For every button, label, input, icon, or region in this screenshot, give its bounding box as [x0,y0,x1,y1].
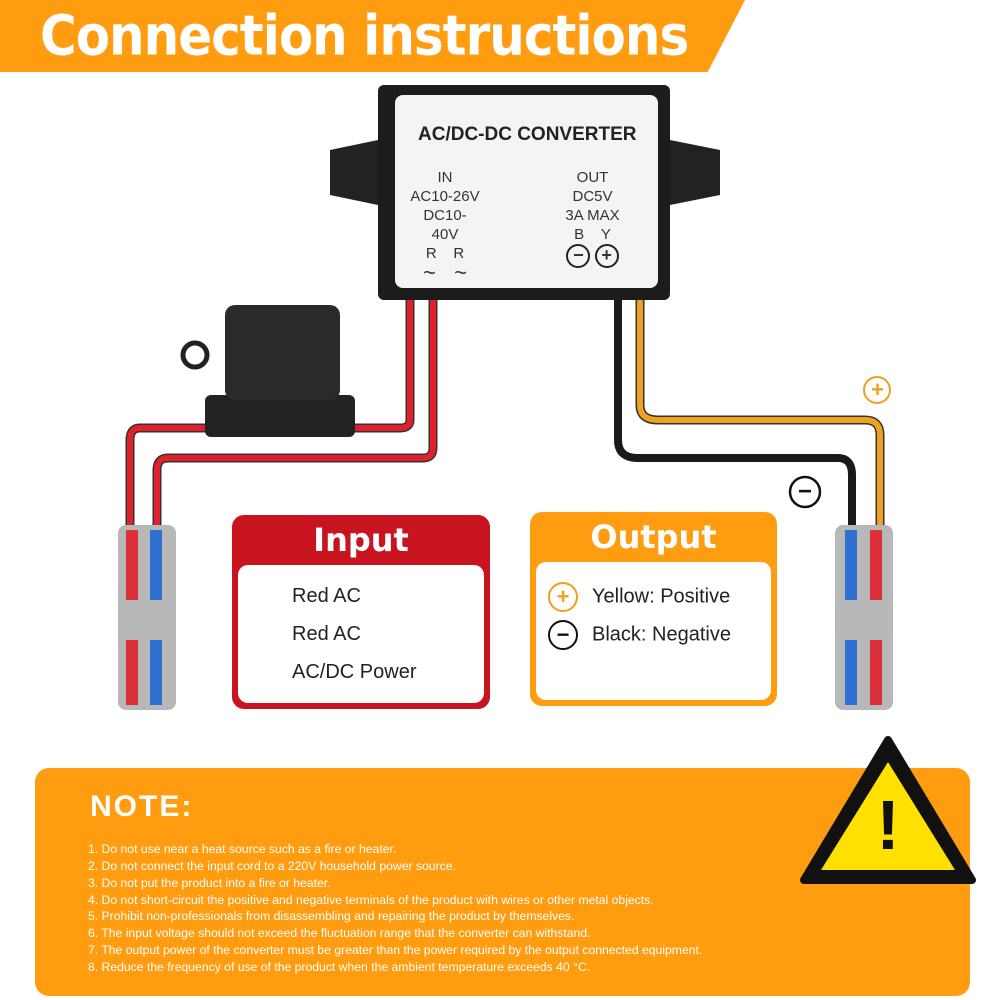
input-item: AC/DC Power [292,661,417,683]
out-voltage: DC5V [572,188,613,205]
output-card: Output + Yellow: Positive −Black: Negativ… [530,512,777,706]
note-item: 3. Do not put the product into a fire or… [88,876,331,890]
warning-exclamation: ! [876,786,900,864]
title-banner [0,0,745,72]
yellow-wire [635,290,885,540]
plus-marker-label: + [871,377,884,402]
plus-icon: + [548,582,578,612]
note-item: 2. Do not connect the input cord to a 22… [88,859,456,873]
in-label: IN [437,169,453,186]
right-wire-connector [835,525,893,710]
pin-r1: R [425,245,437,262]
plus-icon: + [594,244,619,268]
warning-triangle-icon [800,736,976,884]
pin-y: Y [600,226,611,243]
note-title: NOTE: [90,790,194,823]
ac-icon: ~ [422,260,436,285]
output-item: Yellow: Positive [592,585,731,608]
converter-input-spec: IN AC10-26V DC10-40V R R ~ ~ [410,168,480,285]
minus-marker-icon [788,475,822,509]
pin-b: B [574,226,585,243]
note-item: 6. The input voltage should not exceed t… [88,926,591,940]
minus-icon: − [566,244,591,268]
ac-icon: ~ [454,260,468,285]
plus-marker-icon [863,376,891,404]
output-card-title: Output [590,518,717,556]
input-card-title: Input [313,521,409,559]
pin-r2: R [453,245,465,262]
out-current: 3A MAX [565,207,620,224]
note-item: 4. Do not short-circuit the positive and… [88,893,654,907]
minus-icon: − [548,620,578,650]
input-item: Red AC [292,623,361,645]
converter-box [330,85,720,300]
out-label: OUT [576,169,609,186]
input-card: Input Red AC Red AC AC/DC Power [232,515,490,709]
black-wire [614,291,856,539]
note-item: 1. Do not use near a heat source such as… [88,842,397,856]
input-item: Red AC [292,585,361,607]
page-title: Connection instructions [40,4,689,68]
converter-title: AC/DC-DC CONVERTER [418,124,637,145]
note-item: 7. The output power of the converter mus… [88,943,703,957]
minus-marker-label: − [797,478,812,505]
fuse-holder [180,305,355,437]
converter-output-spec: OUT DC5V 3A MAX B Y − + [555,168,630,268]
left-wire-connector [118,525,176,710]
output-item: Black: Negative [592,623,731,646]
ac-range: AC10-26V [410,188,480,205]
note-item: 8. Reduce the frequency of use of the pr… [88,960,591,974]
note-item: 5. Prohibit non-professionals from disas… [88,909,575,923]
dc-range: DC10-40V [423,207,467,243]
